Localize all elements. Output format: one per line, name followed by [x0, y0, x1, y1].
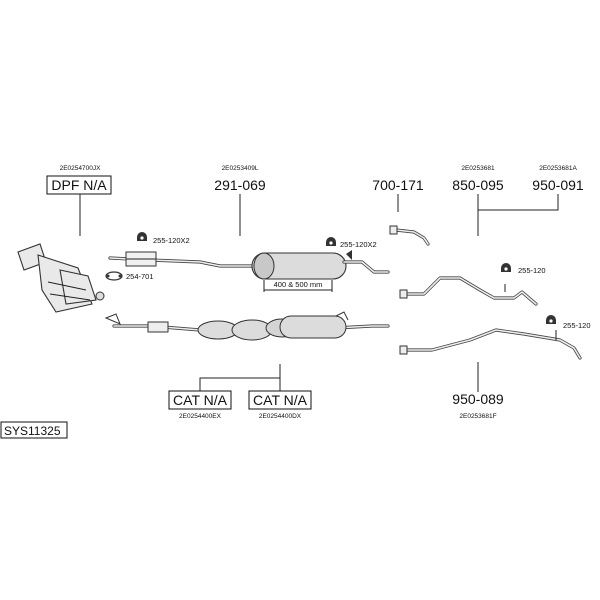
gasket-icon — [105, 271, 123, 281]
cat-1-leader — [199, 377, 280, 392]
rear-c-ref: 2E0253681F — [459, 413, 496, 420]
gasket-label[interactable]: 254-701 — [126, 272, 154, 281]
rear-pipe-c-drawing — [399, 328, 582, 360]
tailpipe-part-number[interactable]: 700-171 — [372, 177, 424, 193]
dpf-unit-drawing — [17, 243, 105, 313]
rear-b-leader — [478, 194, 559, 211]
clamp-1-label[interactable]: 255-120X2 — [153, 236, 190, 245]
dimension-marker — [263, 280, 333, 292]
rear-c-part-number[interactable]: 950-089 — [452, 391, 504, 407]
rear-a-ref: 2E0253681 — [461, 165, 495, 172]
dpf-ref: 2E0254700JX — [60, 165, 102, 172]
hanger-icon — [501, 263, 511, 272]
hanger-icon — [546, 315, 556, 324]
rear-b-part-number[interactable]: 950-091 — [532, 177, 584, 193]
rear-pipe-a-drawing — [399, 276, 538, 306]
clamp-2-label[interactable]: 255-120X2 — [340, 240, 377, 249]
rear-a-part-number[interactable]: 850-095 — [452, 177, 504, 193]
clamp-icon — [137, 232, 147, 241]
hanger-2-label[interactable]: 255-120 — [563, 321, 591, 330]
dpf-label[interactable]: DPF N/A — [51, 177, 107, 193]
tailpipe-drawing — [389, 225, 430, 246]
system-code-box — [0, 421, 68, 439]
cat-2-label[interactable]: CAT N/A — [253, 392, 308, 408]
middle-silencer-drawing — [108, 250, 390, 280]
clamp-icon — [326, 237, 336, 246]
cat-1-label[interactable]: CAT N/A — [173, 392, 228, 408]
cat-1-label-box — [168, 390, 232, 410]
catalyst-line-drawing — [104, 311, 390, 341]
cat-2-ref: 2E0254400DX — [259, 413, 302, 420]
system-code: SYS11325 — [4, 424, 61, 438]
cat-1-ref: 2E0254400EX — [179, 413, 222, 420]
dimension-label: 400 & 500 mm — [274, 280, 323, 289]
rear-b-ref: 2E0253681A — [539, 165, 577, 172]
cat-2-label-box — [248, 390, 312, 410]
middle-ref: 2E0253409L — [222, 165, 259, 172]
middle-part-number[interactable]: 291-069 — [214, 177, 266, 193]
hanger-1-label[interactable]: 255-120 — [518, 266, 546, 275]
dpf-label-box — [46, 175, 112, 195]
